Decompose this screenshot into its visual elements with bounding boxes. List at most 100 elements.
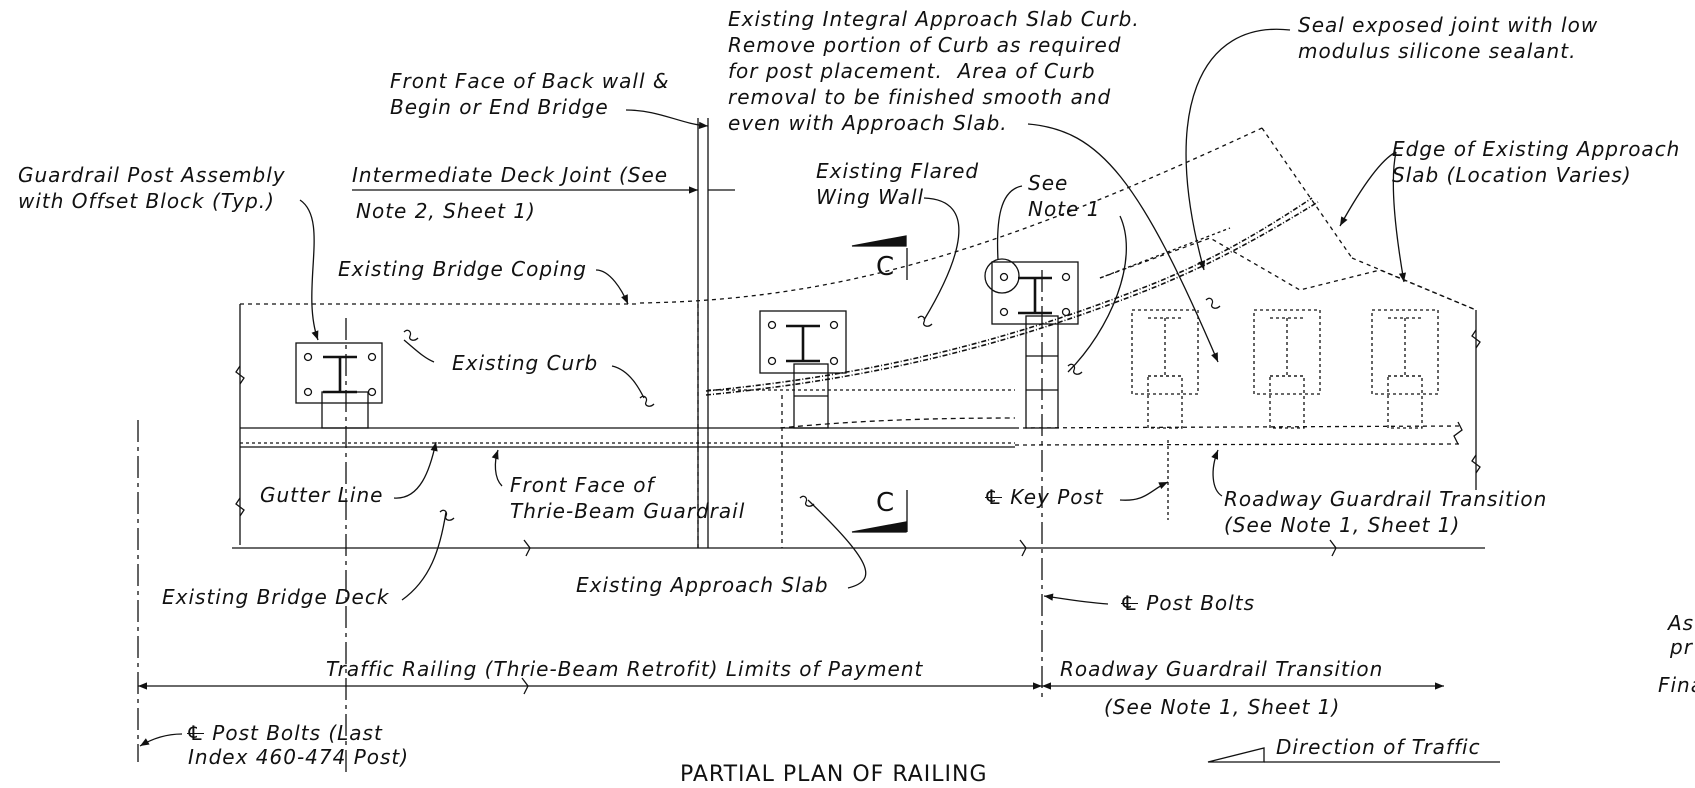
note-front-face-backwall: Front Face of Back wall & Begin or End B…	[390, 69, 670, 119]
leader-see-note	[996, 185, 1023, 261]
post-2-base-plate	[759, 310, 847, 374]
leader-gutter-line	[393, 441, 438, 499]
edge-clipped-note-1: As	[1668, 611, 1695, 635]
note-intermediate-joint-1: Intermediate Deck Joint (See	[352, 163, 669, 187]
roadway-gutter-line	[1014, 425, 1461, 429]
break-mark	[639, 395, 655, 407]
note-roadway-transition: Roadway Guardrail Transition (See Note 1…	[1224, 487, 1548, 537]
approach-slab-edge-left-line	[1261, 127, 1353, 259]
note-bridge-coping: Existing Bridge Coping	[338, 257, 587, 281]
break-mark	[439, 509, 455, 521]
key-post-bolt	[1061, 272, 1071, 282]
leader-approach-slab	[807, 499, 867, 589]
note-edge-approach-slab: Edge of Existing Approach Slab (Location…	[1392, 137, 1681, 187]
leader-guardrail-post	[299, 199, 319, 341]
break-mark	[799, 495, 815, 507]
wing-wall-outer-line	[1099, 227, 1231, 279]
note-existing-curb: Existing Curb	[452, 351, 599, 375]
key-post-bolt	[999, 307, 1009, 317]
roadway-post-1	[1131, 309, 1199, 520]
note-see-note-1: See Note 1	[1028, 171, 1101, 221]
note-seal-joint: Seal exposed joint with low modulus sili…	[1298, 13, 1599, 63]
wing-wall-edge-line	[1099, 237, 1477, 311]
key-post-offset-block	[1025, 315, 1059, 429]
leader-front-face-backwall	[625, 109, 709, 129]
approach-slab-taper	[779, 417, 1016, 429]
note-integral-curb: Existing Integral Approach Slab Curb. Re…	[728, 7, 1140, 135]
post-1-bolt	[303, 352, 313, 362]
post-1-bolt	[367, 352, 377, 362]
key-post-bolt	[999, 272, 1009, 282]
centerline-symbol-icon: ℄	[984, 485, 1003, 509]
section-marker-bottom-label: C	[876, 488, 895, 518]
deck-break-2	[1019, 539, 1027, 557]
curb-end-hatch-2	[705, 197, 1313, 392]
note-transition-dimension-2: (See Note 1, Sheet 1)	[1104, 695, 1341, 719]
note-guardrail-post-assembly: Guardrail Post Assembly with Offset Bloc…	[18, 163, 286, 213]
key-post-bolt	[1061, 307, 1071, 317]
gutter-break-right	[1453, 421, 1463, 445]
note-gutter-line: Gutter Line	[260, 483, 384, 507]
key-post-base-plate	[991, 261, 1079, 325]
leader-existing-curb	[611, 365, 645, 399]
curb-end-hatch	[705, 201, 1319, 396]
deck-break-3	[1329, 539, 1337, 557]
leader-edge-approach-2	[1392, 151, 1407, 283]
post-2-bolt	[829, 320, 839, 330]
last-post-label: Post Bolts (Last	[212, 721, 383, 745]
note-transition-dimension-1: Roadway Guardrail Transition	[1060, 657, 1384, 681]
note-bridge-deck: Existing Bridge Deck	[162, 585, 390, 609]
note-flared-wing-wall: Existing Flared Wing Wall	[816, 159, 980, 209]
post-1-bolt	[303, 387, 313, 397]
drawing-title: PARTIAL PLAN OF RAILING	[680, 762, 988, 787]
note-last-post-1: ℄ Post Bolts (Last	[186, 720, 383, 746]
centerline-symbol-icon: ℄	[1120, 591, 1139, 615]
section-marker-top-label: C	[876, 252, 895, 282]
leader-integral-curb	[1027, 123, 1219, 363]
see-note-circle	[984, 258, 1020, 294]
edge-clipped-note-3: Fina	[1658, 673, 1695, 697]
post-2-bolt	[767, 356, 777, 366]
note-key-post: ℄ Key Post	[984, 484, 1104, 510]
break-mark	[1205, 297, 1221, 309]
note-thrie-beam-face: Front Face of Thrie-Beam Guardrail	[510, 473, 746, 523]
note-direction-of-traffic: Direction of Traffic	[1276, 735, 1481, 759]
section-marker-bottom-arrow	[851, 521, 907, 533]
curb-break-left	[235, 365, 245, 385]
deck-break-1	[523, 539, 531, 557]
right-edge-break	[1471, 329, 1481, 349]
section-marker-top-arrow	[851, 235, 907, 247]
right-edge-break-2	[1471, 454, 1481, 474]
centerline-symbol-icon: ℄	[186, 721, 205, 745]
leader-edge-approach-1	[1339, 151, 1397, 227]
leader-integral-curb-2	[1067, 215, 1127, 373]
post-2-bolt	[829, 356, 839, 366]
note-last-post-2: Index 460-474 Post)	[188, 745, 410, 769]
leader-thrie-beam	[491, 449, 503, 487]
note-limits-of-payment: Traffic Railing (Thrie-Beam Retrofit) Li…	[326, 657, 924, 681]
direction-of-traffic-arrow	[1207, 747, 1265, 763]
post-bolts-label: Post Bolts	[1146, 591, 1255, 615]
break-mark	[917, 315, 933, 327]
leader-existing-curb-tail	[403, 339, 435, 363]
note-intermediate-joint-2: Note 2, Sheet 1)	[356, 199, 536, 223]
post-1-base-plate	[295, 342, 383, 404]
partial-plan-of-railing-drawing	[137, 28, 1500, 772]
roadway-gutter-line-2	[1014, 443, 1461, 446]
leader-bridge-deck	[401, 511, 447, 601]
post-1-offset-block	[321, 391, 369, 429]
leader-roadway-transition	[1211, 449, 1223, 497]
leader-last-post	[139, 733, 183, 747]
leader-seal-joint	[1185, 28, 1291, 271]
leader-post-bolts	[1043, 593, 1109, 605]
post-2-bolt	[767, 320, 777, 330]
curb-break-left-2	[235, 497, 245, 517]
leader-bridge-coping	[595, 269, 629, 305]
note-approach-slab: Existing Approach Slab	[576, 573, 829, 597]
edge-clipped-note-2: pr	[1670, 635, 1693, 659]
roadway-post-2	[1253, 309, 1321, 429]
note-post-bolts: ℄ Post Bolts	[1120, 590, 1255, 616]
leader-key-post	[1119, 481, 1169, 501]
roadway-post-3	[1371, 309, 1439, 429]
dimension-break	[521, 677, 529, 695]
